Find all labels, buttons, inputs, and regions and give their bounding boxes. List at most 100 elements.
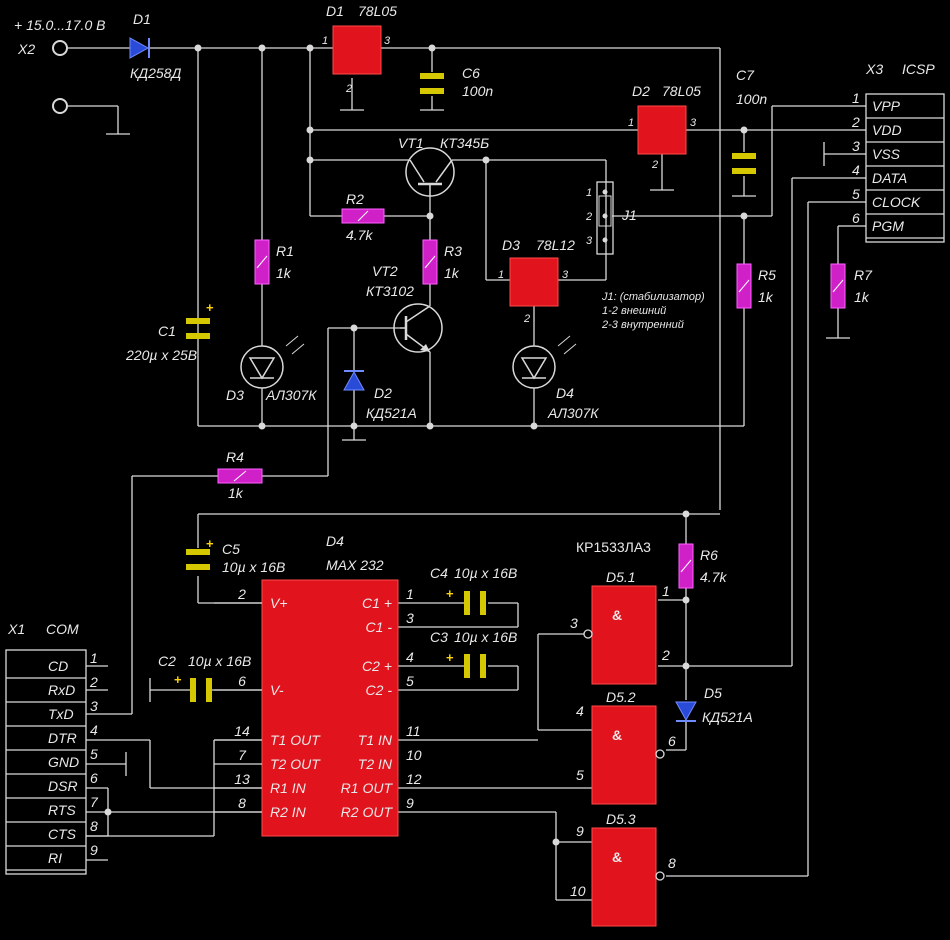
com-pin-num: 8 <box>90 818 98 834</box>
max232-left-pin-label: T2 OUT <box>270 756 321 772</box>
gate1-out: 3 <box>570 615 578 631</box>
c3-ref: C3 <box>430 629 448 645</box>
icsp-ref: X3 <box>865 61 883 77</box>
icsp-pin-label: DATA <box>872 170 907 186</box>
icsp-pin-num: 4 <box>852 162 860 178</box>
max232-chip: D4 MAX 232 <box>261 533 399 837</box>
reg3-pin2: 2 <box>523 313 530 325</box>
j1-note-title: J1: (стабилизатор) <box>601 291 705 303</box>
icsp-name: ICSP <box>902 61 935 77</box>
max232-left-pin-num: 8 <box>238 795 246 811</box>
c5-ref: C5 <box>222 541 240 557</box>
max232-right-pin-num: 10 <box>406 747 422 763</box>
com-pin-label: CTS <box>48 826 77 842</box>
gate2-in-b: 5 <box>576 767 584 783</box>
d2-ref: D2 <box>374 385 392 401</box>
gate1-ref: D5.1 <box>606 569 636 585</box>
resistor-r6: R6 4.7k <box>678 543 727 589</box>
jumper-j1[interactable]: 1 2 3 J1 <box>585 181 637 255</box>
led-d4-part: АЛ307К <box>547 405 599 421</box>
resistor-r2: R2 4.7k <box>341 191 385 243</box>
resistor-r1: R1 1k <box>254 239 294 285</box>
com-pin-num: 7 <box>90 794 99 810</box>
c4-plus: + <box>446 586 454 601</box>
transistor-vt1: VT1 КТ345Б <box>398 135 489 197</box>
com-pin-label: DTR <box>48 730 77 746</box>
resistor-r7: R7 1k <box>830 263 873 309</box>
x2-terminal-gnd[interactable] <box>52 98 68 114</box>
d5-part: КД521А <box>702 709 753 725</box>
c7-value: 100n <box>736 91 767 107</box>
r3-ref: R3 <box>444 243 462 259</box>
max232-left-pin-label: V+ <box>270 595 288 611</box>
vt2-part: КТ3102 <box>366 283 414 299</box>
supply-voltage-label: + 15.0...17.0 В <box>14 17 105 33</box>
max232-left-pin-label: R1 IN <box>270 780 307 796</box>
x2-terminal-plus[interactable] <box>52 40 68 56</box>
junctions <box>104 44 748 846</box>
j1-ref: J1 <box>621 207 637 223</box>
c6-ref: C6 <box>462 65 480 81</box>
power-input: + 15.0...17.0 В X2 <box>14 17 105 114</box>
max232-right-pin-label: T2 IN <box>358 756 393 772</box>
max232-left-pin-num: 7 <box>238 747 247 763</box>
led-d3-part: АЛ307К <box>265 387 317 403</box>
reg2-pin1: 1 <box>628 117 634 129</box>
x2-label: X2 <box>17 41 35 57</box>
icsp-pin-label: PGM <box>872 218 904 234</box>
max232-right-pin-num: 4 <box>406 649 414 665</box>
com-pin-label: GND <box>48 754 79 770</box>
reg1-pin1: 1 <box>322 35 328 47</box>
c7-ref: C7 <box>736 67 755 83</box>
reg1-ref: D1 <box>326 3 344 19</box>
gate-d5-1: D5.1 & 1 2 3 <box>570 569 670 685</box>
capacitor-c3: + C3 10µ x 16В <box>430 629 517 678</box>
gate1-symbol: & <box>612 607 622 623</box>
reg3-pin3: 3 <box>562 269 569 281</box>
gate2-ref: D5.2 <box>606 689 636 705</box>
gate2-in-a: 4 <box>576 703 584 719</box>
com-pin-num: 3 <box>90 698 98 714</box>
gate3-ref: D5.3 <box>606 811 636 827</box>
c3-plus: + <box>446 650 454 665</box>
c1-ref: C1 <box>158 323 176 339</box>
reg2-ref: D2 <box>632 83 650 99</box>
d2-part: КД521А <box>366 405 417 421</box>
j1-pin3: 3 <box>586 235 593 247</box>
icsp-pin-label: VPP <box>872 98 901 114</box>
d1-part: КД258Д <box>130 65 181 81</box>
c5-value: 10µ x 16В <box>222 559 285 575</box>
com-pin-label: RI <box>48 850 62 866</box>
diode-d2: D2 КД521А <box>343 370 417 421</box>
resistor-r3: R3 1k <box>422 239 462 285</box>
resistor-r5: R5 1k <box>736 263 776 309</box>
gate3-symbol: & <box>612 849 622 865</box>
com-pin-label: CD <box>48 658 68 674</box>
max232-left-pin-label: V- <box>270 682 284 698</box>
regulator-d1: D1 78L05 1 3 2 <box>322 3 397 95</box>
max232-left-pin-num: 2 <box>237 586 246 602</box>
max232-right-pin-label: R2 OUT <box>341 804 394 820</box>
max232-right-pin-num: 1 <box>406 586 414 602</box>
max232-right-pin-num: 12 <box>406 771 422 787</box>
max232-left-pin-num: 6 <box>238 673 246 689</box>
max232-part: MAX 232 <box>326 557 384 573</box>
capacitor-c4: + C4 10µ x 16В <box>430 565 517 615</box>
c1-value: 220µ x 25В <box>125 347 197 363</box>
diode-d5: D5 КД521А <box>675 685 753 725</box>
r2-value: 4.7k <box>346 227 373 243</box>
r4-value: 1k <box>228 485 244 501</box>
max232-right-pin-label: C1 - <box>366 619 393 635</box>
r2-ref: R2 <box>346 191 364 207</box>
regulator-d2: D2 78L05 1 3 2 <box>628 83 701 171</box>
reg3-ref: D3 <box>502 237 520 253</box>
max232-right-pin-num: 3 <box>406 610 414 626</box>
com-pin-num: 5 <box>90 746 98 762</box>
reg2-pin2: 2 <box>651 159 658 171</box>
reg2-part: 78L05 <box>662 83 701 99</box>
c1-plus: + <box>206 300 214 315</box>
max232-right-pin-num: 9 <box>406 795 414 811</box>
max232-left-pin-label: T1 OUT <box>270 732 321 748</box>
